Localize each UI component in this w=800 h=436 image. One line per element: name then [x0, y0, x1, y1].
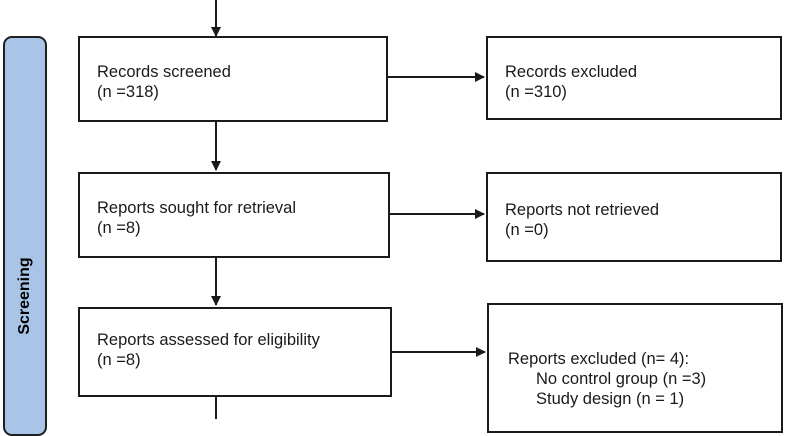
- records-screened-box: Records screened (n =318): [78, 36, 388, 122]
- reports-assessed-count: (n =8): [97, 351, 141, 369]
- records-excluded-count: (n =310): [505, 83, 567, 101]
- exclusion-reason: Study design (n = 1): [536, 390, 685, 408]
- reports-not-retrieved-count: (n =0): [505, 221, 549, 239]
- reports-excluded-box: Reports excluded (n= 4): No control grou…: [487, 303, 783, 433]
- reports-not-retrieved-box: Reports not retrieved (n =0): [486, 172, 782, 262]
- reports-not-retrieved-title: Reports not retrieved: [505, 201, 660, 219]
- flow-connectors: [211, 0, 486, 419]
- reports-sought-count: (n =8): [97, 219, 141, 237]
- reports-assessed-title: Reports assessed for eligibility: [97, 331, 320, 349]
- screening-phase-bar: Screening: [3, 36, 47, 436]
- records-screened-title: Records screened: [97, 63, 231, 81]
- records-excluded-title: Records excluded: [505, 63, 638, 81]
- phase-label: Screening: [16, 257, 33, 335]
- records-screened-count: (n =318): [97, 83, 159, 101]
- reports-sought-box: Reports sought for retrieval (n =8): [78, 172, 390, 258]
- reports-assessed-box: Reports assessed for eligibility (n =8): [78, 307, 392, 397]
- records-excluded-box: Records excluded (n =310): [486, 36, 782, 120]
- exclusion-reason: No control group (n =3): [536, 370, 707, 388]
- reports-sought-title: Reports sought for retrieval: [97, 199, 297, 217]
- reports-excluded-title: Reports excluded (n= 4):: [508, 350, 690, 368]
